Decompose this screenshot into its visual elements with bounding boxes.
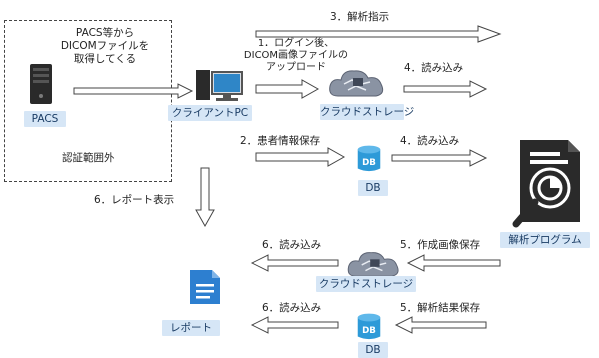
label-step6-read-upper: 6．読み込み [262, 239, 322, 251]
arrow-step5-result [394, 316, 487, 334]
label-step1: 1．ログイン後、 DICOM画像ファイルの アップロード [243, 38, 349, 73]
arrow-step6-report [195, 167, 215, 228]
arrow-step1 [255, 79, 320, 99]
arrow-step2 [255, 147, 346, 167]
label-step3: 3．解析指示 [330, 11, 390, 23]
boundary-note: PACS等から DICOMファイルを 取得してくる [60, 27, 150, 65]
node-client-pc: クライアントPC [168, 105, 252, 121]
arrow-step3 [255, 25, 502, 43]
node-db-middle: DB [358, 180, 388, 196]
cloud-icon-top [328, 70, 384, 97]
cloud-icon-bottom [347, 251, 399, 277]
label-step4-top: 4．読み込み [404, 62, 464, 74]
analysis-document-icon [512, 140, 580, 228]
authentication-boundary [4, 20, 172, 182]
node-cloud-storage-bottom: クラウドストレージ [316, 276, 416, 292]
arrow-pacs-to-client [73, 83, 194, 99]
report-document-icon [190, 270, 220, 304]
outside-auth-label: 認証範囲外 [62, 152, 115, 164]
database-icon-bottom [357, 313, 381, 340]
node-cloud-storage-top: クラウドストレージ [320, 104, 415, 120]
node-analysis-program: 解析プログラム [500, 232, 590, 248]
label-step6-report: 6．レポート表示 [94, 194, 175, 206]
computer-icon [196, 70, 243, 101]
arrow-step4-mid [391, 149, 488, 167]
database-icon-middle [357, 145, 381, 172]
arrow-step5-image [406, 254, 501, 272]
arrow-step6-lower [250, 316, 339, 334]
label-step6-read-lower: 6．読み込み [262, 302, 322, 314]
arrow-step4-top [403, 80, 488, 98]
arrow-step6-upper [250, 254, 339, 272]
node-report: レポート [162, 320, 220, 336]
label-step4-mid: 4．読み込み [400, 135, 460, 147]
server-icon [30, 64, 52, 104]
node-pacs: PACS [24, 111, 66, 127]
label-step2: 2．患者情報保存 [240, 135, 321, 147]
label-step5-image: 5．作成画像保存 [400, 239, 481, 251]
label-step5-result: 5．解析結果保存 [400, 302, 481, 314]
node-db-bottom: DB [358, 342, 388, 358]
